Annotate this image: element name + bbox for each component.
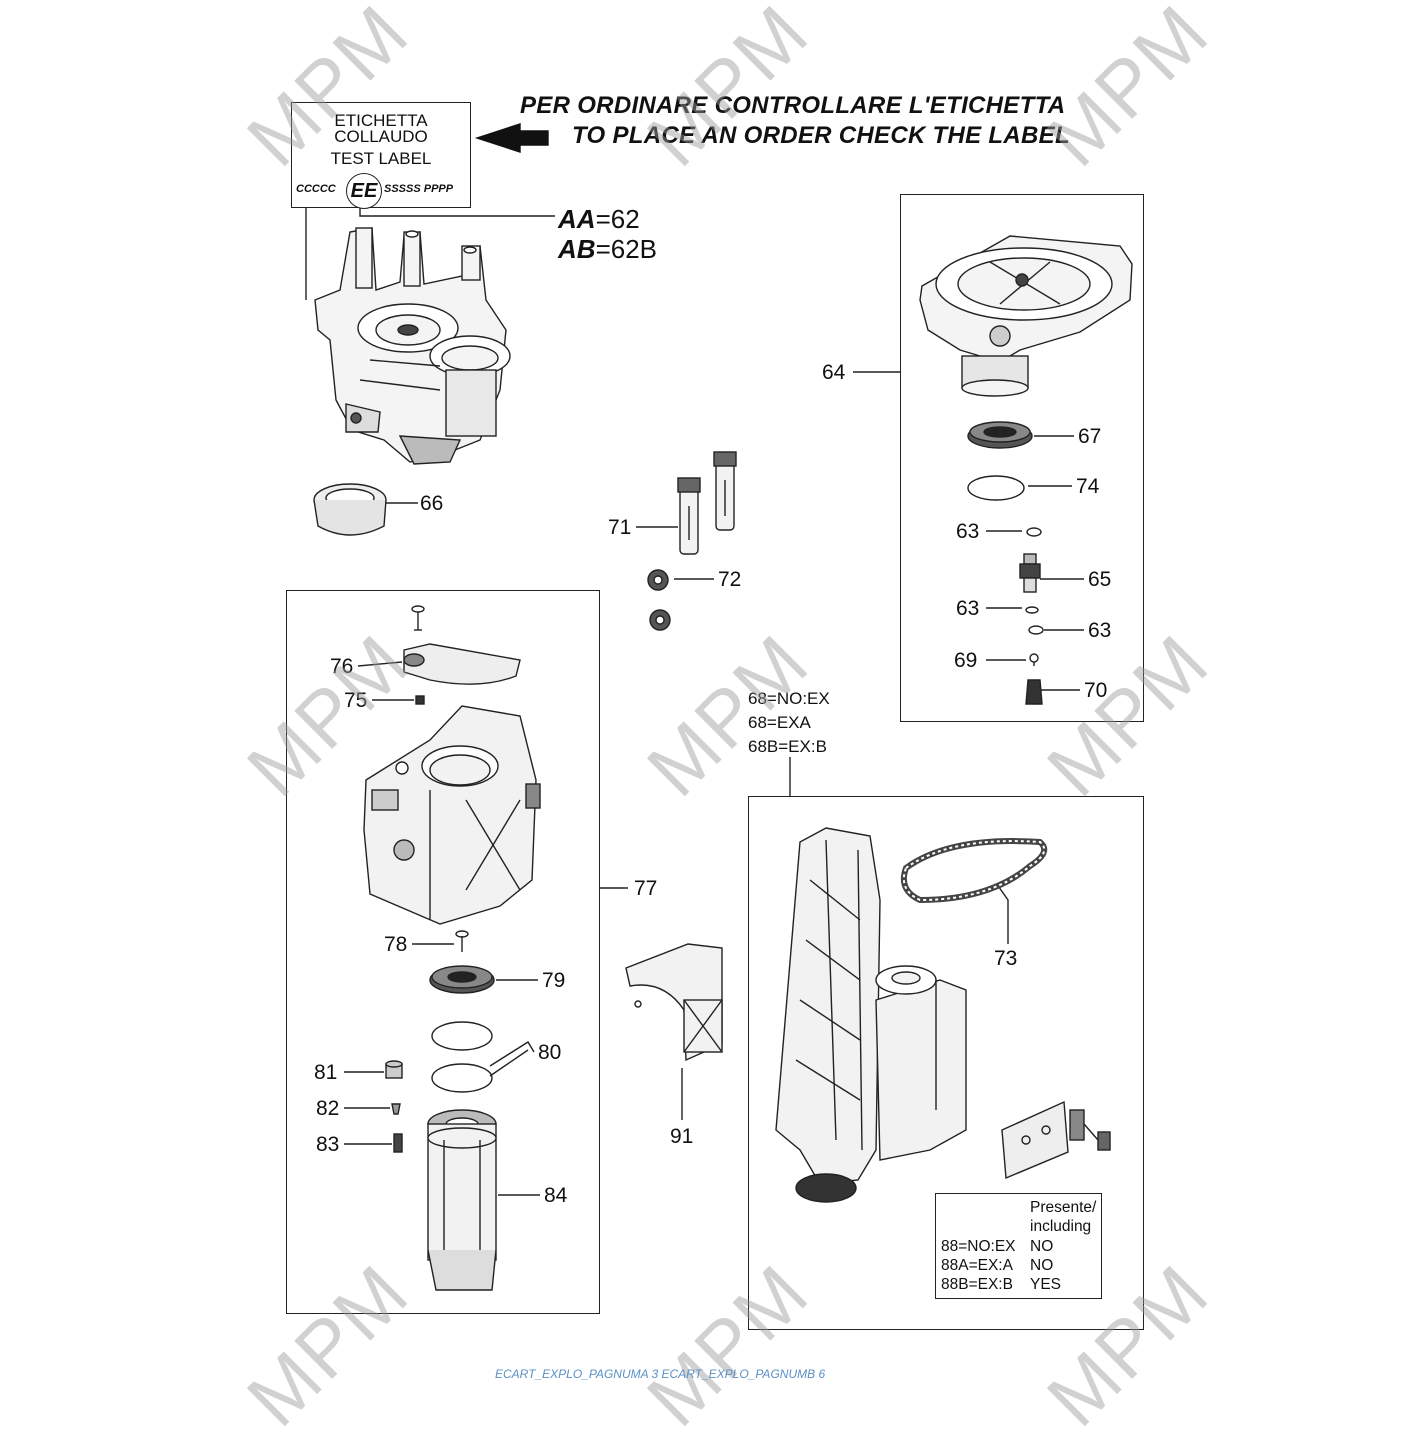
brew-chamber-frame [363, 705, 541, 925]
oring-part-63a [1026, 527, 1042, 537]
callout-76: 76 [330, 655, 354, 678]
callout-91: 91 [670, 1125, 694, 1148]
presence-row-2-code: 88A=EX:A [941, 1257, 1013, 1274]
ball-part-69 [1029, 653, 1039, 666]
callout-77: 77 [634, 877, 658, 900]
screw-part-78 [455, 930, 469, 952]
belt-part-73 [900, 838, 1048, 904]
test-label-code-left: CCCCC [296, 183, 336, 195]
label-code-ab-key: AB [558, 234, 596, 264]
variant-68-line3: 68B=EX:B [748, 737, 827, 756]
drive-arm-assembly [775, 827, 967, 1203]
callout-75: 75 [344, 689, 368, 712]
arrow-left-icon [474, 123, 549, 153]
valve-part-82 [391, 1103, 401, 1115]
callout-63-c: 63 [1088, 619, 1112, 642]
callout-79: 79 [542, 969, 566, 992]
test-label-box: ETICHETTA COLLAUDO TEST LABEL CCCCC EE S… [291, 102, 471, 209]
test-label-code-right: SSSSS PPPP [384, 183, 454, 195]
oring-part-74 [967, 475, 1025, 501]
cover-assembly-part-64 [919, 235, 1133, 397]
valve-part-65 [1019, 553, 1041, 593]
presence-table-header1: Presente/ [1030, 1199, 1097, 1216]
callout-63-b: 63 [956, 597, 980, 620]
presence-row-3-value: YES [1030, 1276, 1062, 1293]
callout-83: 83 [316, 1133, 340, 1156]
test-label-code-circle: EE [346, 173, 382, 209]
callout-73: 73 [994, 947, 1018, 970]
oring-part-80a [431, 1021, 493, 1051]
oring-part-80b [431, 1063, 493, 1093]
gasket-part-66 [313, 483, 387, 536]
bracket-part-91 [625, 943, 723, 1062]
pcb-part-88 [1001, 1100, 1111, 1180]
callout-65: 65 [1088, 568, 1112, 591]
callout-82: 82 [316, 1097, 340, 1120]
presence-row-1-value: NO [1030, 1238, 1054, 1255]
presence-row-3-code: 88B=EX:B [941, 1276, 1013, 1293]
test-label-line3: TEST LABEL [330, 149, 432, 168]
screw-top [411, 605, 425, 631]
test-label-line2: COLLAUDO [334, 127, 428, 146]
callout-84: 84 [544, 1184, 568, 1207]
panel-frame-68 [748, 796, 1144, 1330]
label-code-aa-key: AA [558, 204, 596, 234]
pin-part-75 [415, 695, 425, 705]
panel-frame-77 [286, 590, 600, 1314]
label-code-aa-value: =62 [595, 204, 640, 234]
callout-78: 78 [384, 933, 408, 956]
panel-frame-64 [900, 194, 1144, 722]
lever-part-76 [403, 643, 521, 685]
leader-lines [305, 206, 1084, 1196]
callout-70: 70 [1084, 679, 1108, 702]
filter-disk-part-67 [967, 421, 1033, 449]
order-instruction-english: TO PLACE AN ORDER CHECK THE LABEL [572, 122, 1070, 149]
callout-64: 64 [822, 361, 846, 384]
brew-unit-body-part-62 [314, 227, 511, 465]
callout-81: 81 [314, 1061, 338, 1084]
callout-72: 72 [718, 568, 742, 591]
page-footer: ECART_EXPLO_PAGNUMA 3 ECART_EXPLO_PAGNUM… [495, 1367, 826, 1381]
order-instruction-italian: PER ORDINARE CONTROLLARE L'ETICHETTA [520, 92, 1066, 119]
callout-71: 71 [608, 516, 632, 539]
nut-part-81 [385, 1060, 403, 1079]
oring-part-63c [1028, 625, 1044, 635]
callout-66: 66 [420, 492, 444, 515]
presence-row-1-code: 88=NO:EX [941, 1238, 1016, 1255]
filter-disk-part-79 [429, 965, 495, 994]
callout-67: 67 [1078, 425, 1102, 448]
callout-63-a: 63 [956, 520, 980, 543]
variant-68-line2: 68=EXA [748, 713, 811, 732]
presence-table: Presente/ including 88=NO:EX NO 88A=EX:A… [935, 1193, 1102, 1299]
test-label-line1: ETICHETTA [334, 111, 428, 130]
variant-68-line1: 68=NO:EX [748, 689, 830, 708]
label-code-ab: AB=62B [558, 236, 657, 262]
piston-part-84 [427, 1109, 497, 1291]
presence-row-2-value: NO [1030, 1257, 1054, 1274]
callout-69: 69 [954, 649, 978, 672]
label-code-aa: AA=62 [558, 206, 640, 232]
label-code-ab-value: =62B [595, 234, 658, 264]
presence-table-header2: including [1030, 1218, 1092, 1235]
spring-part-70 [1025, 679, 1043, 705]
oring-part-63b [1025, 606, 1039, 614]
pistons-part-71 [677, 451, 737, 555]
gears-part-72 [647, 569, 671, 631]
callout-80: 80 [538, 1041, 562, 1064]
callout-74: 74 [1076, 475, 1100, 498]
spring-part-83 [393, 1133, 403, 1153]
